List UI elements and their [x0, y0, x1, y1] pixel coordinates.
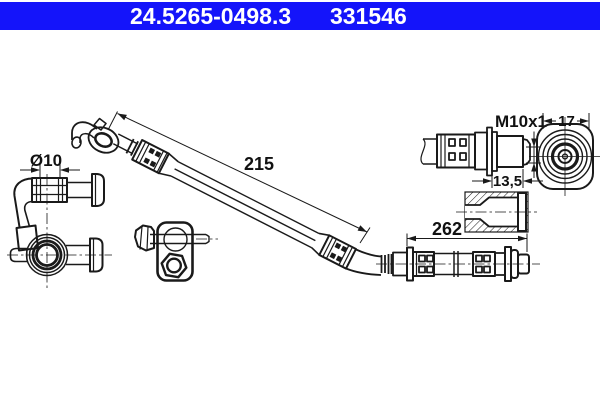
diameter-label: Ø10 [30, 151, 62, 170]
hex-nut [160, 252, 188, 279]
bolt-head [134, 224, 155, 252]
title-bar: 24.5265-0498.3 331546 [0, 2, 600, 30]
dimension-215: 215 [107, 111, 371, 244]
thread-spec-label: M10x1 [495, 112, 547, 131]
part-number: 24.5265-0498.3 [130, 3, 292, 29]
left-fitting-front-view [7, 233, 112, 277]
upper-hose-assembly [71, 117, 382, 276]
lower-hose-assembly [376, 246, 540, 282]
end-fitting-front-view: 17 [529, 113, 600, 196]
lower-length-label: 262 [432, 219, 462, 239]
upper-length-label: 215 [244, 154, 274, 174]
dimension-262: 262 [406, 219, 528, 252]
break-symbol [420, 138, 426, 165]
hex-width-label: 17 [558, 113, 575, 130]
thread-length-label: 13,5 [493, 173, 522, 190]
left-fitting-side-view [13, 173, 105, 252]
mounting-bracket [134, 221, 218, 282]
crimp-a [412, 251, 435, 277]
dimension-13-5: 13,5 [472, 169, 543, 190]
end-fitting-side-view: M10x1 [420, 112, 547, 178]
crimp-sleeve-lower [318, 234, 358, 270]
banjo-fitting [71, 117, 120, 154]
crimp-sleeve-upper [131, 139, 170, 175]
end-stub [517, 253, 530, 275]
dimension-diameter: Ø10 [20, 151, 80, 177]
bracket-section-view [456, 191, 537, 233]
catalog-number: 331546 [330, 3, 407, 29]
threaded-section [496, 135, 524, 168]
